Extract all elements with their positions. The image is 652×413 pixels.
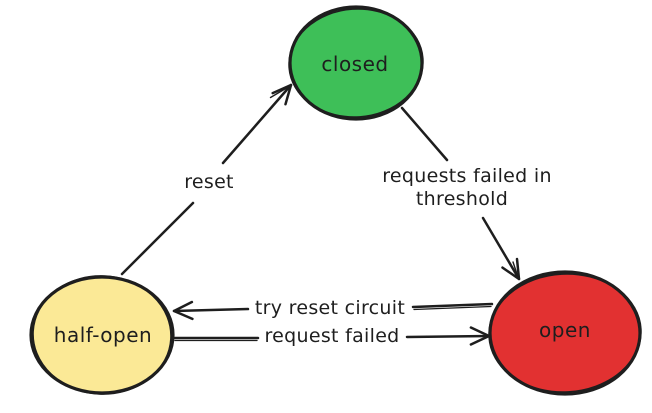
closed-ellipse <box>288 5 424 121</box>
reset-line-segment-1 <box>120 201 195 276</box>
state-node-closed <box>288 5 424 121</box>
closed-ellipse-sketch-stroke <box>288 8 424 118</box>
state-node-open <box>488 270 642 396</box>
half-open-state-label: half-open <box>54 323 152 347</box>
try-reset-circuit-arrowhead <box>172 300 194 321</box>
request-failed-arrowhead <box>469 326 491 346</box>
requests-failed-line-segment-2 <box>481 216 521 281</box>
reset-arrowhead <box>271 83 293 106</box>
try-reset-circuit-line-left <box>172 307 250 313</box>
request-failed-transition-label: request failed <box>264 325 399 347</box>
request-failed-line-right <box>405 334 491 339</box>
state-node-half-open <box>29 275 175 395</box>
transition-reset-arrow <box>120 83 293 276</box>
requests-failed-arrowhead <box>501 257 521 281</box>
requests-failed-transition-label-line-2: threshold <box>416 188 508 210</box>
closed-state-label: closed <box>321 52 388 76</box>
requests-failed-arrowhead-sketch <box>512 261 519 278</box>
open-state-label: open <box>539 318 591 342</box>
try-reset-circuit-line-right <box>411 302 494 309</box>
requests-failed-transition-label-line-1: requests failed in <box>382 165 552 187</box>
half-open-ellipse-sketch-stroke <box>32 275 172 395</box>
transition-try-reset-circuit-arrow <box>172 300 494 321</box>
reset-transition-label: reset <box>184 171 234 193</box>
reset-line-segment-2 <box>221 83 293 165</box>
reset-arrowhead-sketch <box>269 85 291 99</box>
try-reset-circuit-transition-label: try reset circuit <box>255 297 405 319</box>
half-open-ellipse <box>29 275 175 395</box>
try-reset-circuit-line-right-sketch <box>413 305 492 311</box>
requests-failed-line-segment-1 <box>400 106 449 162</box>
transition-requests-failed-arrow <box>400 106 521 281</box>
open-ellipse <box>488 270 642 396</box>
transition-request-failed-arrow <box>172 326 491 346</box>
